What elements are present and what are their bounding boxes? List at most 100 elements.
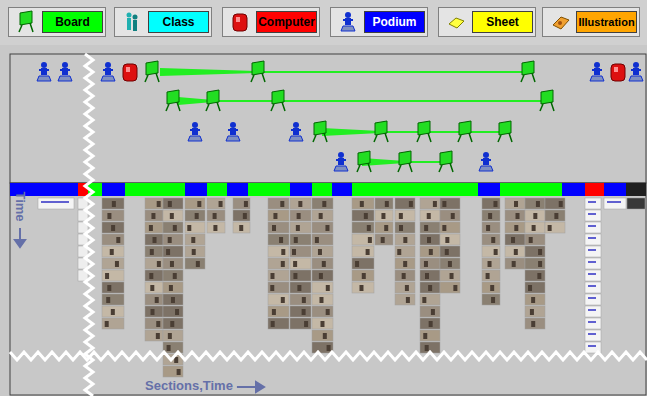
slide-thumbnail — [268, 270, 289, 281]
board-icon — [458, 121, 472, 142]
video-figure — [272, 225, 276, 231]
video-figure — [514, 249, 518, 255]
slide-thumbnail — [482, 234, 500, 245]
board-icon — [417, 121, 431, 142]
video-figure — [281, 249, 285, 255]
slide-thumbnail — [102, 270, 124, 281]
slide-thumbnail — [525, 318, 545, 329]
slide-thumbnail — [440, 258, 460, 269]
video-figure — [315, 237, 319, 243]
slide-thumbnail — [163, 270, 183, 281]
video-figure — [490, 285, 494, 291]
video-figure — [170, 261, 174, 267]
video-figure — [364, 213, 368, 219]
section-strip — [562, 183, 585, 196]
video-figure — [157, 201, 161, 207]
section-strip — [352, 183, 478, 196]
slide-thumbnail — [268, 306, 289, 317]
slide-thumbnail — [145, 330, 163, 341]
slide-thumbnail — [268, 282, 289, 293]
video-figure — [548, 225, 552, 231]
video-figure — [433, 201, 437, 207]
slide-text-mark — [588, 225, 596, 227]
legend-button: Illustration — [542, 7, 640, 37]
slide-thumbnail — [375, 198, 393, 209]
slide-thumbnail — [482, 282, 500, 293]
video-figure — [399, 225, 403, 231]
slide-thumbnail — [352, 282, 374, 293]
slide-thumbnail — [185, 198, 205, 209]
slide-thumbnail — [585, 282, 601, 293]
video-figure — [105, 273, 109, 279]
podium-icon — [334, 152, 348, 171]
slide-thumbnail — [207, 210, 225, 221]
video-figure — [319, 213, 323, 219]
video-figure — [319, 297, 323, 303]
video-figure — [488, 213, 492, 219]
slide-thumbnail — [525, 222, 545, 233]
video-figure — [192, 249, 196, 255]
section-strip — [604, 183, 626, 196]
transition-line — [278, 100, 545, 102]
video-figure — [326, 309, 330, 315]
legend-icon — [333, 8, 363, 36]
video-figure — [325, 225, 329, 231]
slide-thumbnail — [268, 222, 289, 233]
slide-thumbnail — [102, 222, 124, 233]
slide-thumbnail — [145, 258, 163, 269]
slide-thumbnail — [420, 234, 440, 245]
legend-button: Podium — [330, 7, 428, 37]
slide-thumbnail — [233, 198, 250, 209]
slide-thumbnail — [163, 210, 183, 221]
legend-icon — [11, 8, 41, 36]
video-figure — [167, 345, 171, 351]
slide-thumbnail — [375, 234, 393, 245]
break-line — [10, 352, 647, 360]
video-figure — [538, 249, 542, 255]
video-figure — [403, 261, 407, 267]
video-figure — [302, 309, 306, 315]
slide-text-mark — [607, 201, 621, 203]
board-icon — [521, 61, 535, 82]
slide-thumbnail — [102, 294, 124, 305]
board-icon — [206, 90, 220, 111]
slide-thumbnail — [585, 222, 601, 233]
video-figure — [219, 201, 223, 207]
slide-thumbnail — [163, 294, 183, 305]
video-figure — [149, 273, 153, 279]
slide-thumbnail — [312, 234, 333, 245]
slide-text-mark — [588, 261, 596, 263]
slide-thumbnail — [545, 222, 565, 233]
slide-thumbnail — [375, 222, 393, 233]
section-strip — [626, 183, 646, 196]
video-figure — [442, 225, 446, 231]
slide-thumbnail — [290, 270, 311, 281]
slide-thumbnail — [440, 282, 460, 293]
video-figure — [197, 201, 201, 207]
slide-thumbnail — [290, 234, 311, 245]
video-figure — [445, 237, 449, 243]
slide-thumbnail — [163, 258, 183, 269]
slide-thumbnail — [268, 318, 289, 329]
slide-thumbnail — [395, 222, 415, 233]
video-figure — [431, 309, 435, 315]
video-figure — [107, 213, 111, 219]
slide-text-mark — [588, 309, 596, 311]
video-figure — [244, 201, 248, 207]
video-figure — [175, 309, 179, 315]
slide-thumbnail — [482, 198, 500, 209]
slide-thumbnail — [420, 258, 440, 269]
slide-thumbnail — [185, 246, 205, 257]
legend-swatch: Computer — [256, 11, 317, 33]
slide-thumbnail — [585, 258, 601, 269]
video-figure — [243, 213, 247, 219]
slide-thumbnail — [163, 234, 183, 245]
slide-thumbnail — [290, 222, 311, 233]
slide-thumbnail — [163, 318, 183, 329]
slide-thumbnail — [163, 246, 183, 257]
slide-thumbnail — [525, 270, 545, 281]
video-figure — [427, 237, 431, 243]
slide-thumbnail — [585, 330, 601, 341]
video-figure — [107, 285, 111, 291]
slide-thumbnail — [312, 198, 333, 209]
